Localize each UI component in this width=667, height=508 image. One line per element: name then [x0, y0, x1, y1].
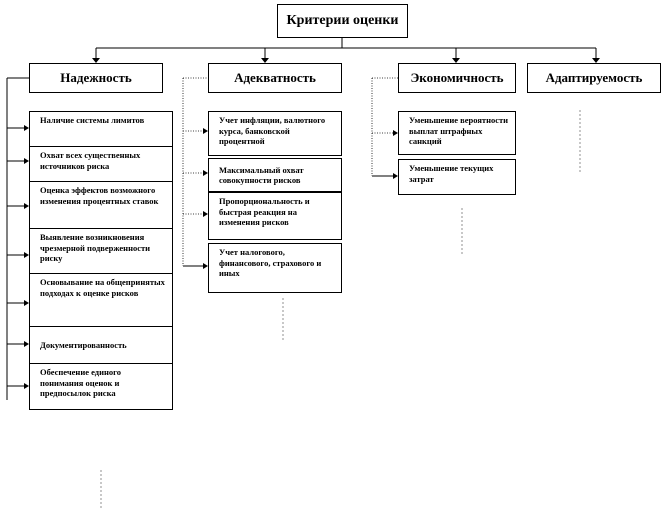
item-text: Выявление возникновения чрезмерной подве…: [40, 232, 151, 263]
root-label: Критерии оценки: [286, 13, 399, 28]
category-adequacy: Адекватность: [208, 63, 342, 93]
item-text: Основывание на общепринятых подходах к о…: [40, 277, 165, 298]
economy-item: Уменьшение текущих затрат: [398, 159, 516, 195]
root-node: Критерии оценки: [277, 4, 408, 38]
adequacy-item: Пропорциональность и быстрая реакция на …: [208, 192, 342, 240]
adequacy-item: Максимальный охват совокупности рисков: [208, 158, 342, 192]
item-text: Уменьшение вероятности выплат штрафных с…: [409, 115, 509, 146]
reliability-item: Документированность: [29, 326, 173, 364]
reliability-item: Обеспечение единого понимания оценок и п…: [29, 363, 173, 410]
category-adaptability: Адаптируемость: [527, 63, 661, 93]
item-text: Наличие системы лимитов: [40, 115, 145, 125]
category-reliability: Надежность: [29, 63, 163, 93]
category-label: Надежность: [60, 70, 132, 85]
reliability-branches: [7, 125, 29, 389]
item-text: Обеспечение единого понимания оценок и п…: [40, 367, 122, 398]
economy-item: Уменьшение вероятности выплат штрафных с…: [398, 111, 516, 155]
item-text: Пропорциональность и быстрая реакция на …: [219, 196, 310, 227]
economy-branches: [372, 130, 398, 179]
category-label: Экономичность: [410, 70, 504, 85]
category-label: Адаптируемость: [545, 70, 643, 85]
item-text: Охват всех существенных источников риска: [40, 150, 141, 171]
item-text: Учет налогового, финансового, страхового…: [219, 247, 322, 278]
reliability-item: Наличие системы лимитов: [29, 111, 173, 147]
adequacy-item: Учет инфляции, валютного курса, банковск…: [208, 111, 342, 156]
adequacy-branches: [183, 128, 208, 269]
item-text: Максимальный охват совокупности рисков: [219, 164, 304, 186]
adequacy-item: Учет налогового, финансового, страхового…: [208, 243, 342, 293]
item-text: Учет инфляции, валютного курса, банковск…: [219, 115, 326, 146]
reliability-item: Оценка эффектов возможного изменения про…: [29, 181, 173, 229]
category-label: Адекватность: [234, 70, 316, 85]
reliability-item: Охват всех существенных источников риска: [29, 146, 173, 182]
reliability-item: Основывание на общепринятых подходах к о…: [29, 273, 173, 327]
reliability-item: Выявление возникновения чрезмерной подве…: [29, 228, 173, 274]
item-text: Уменьшение текущих затрат: [409, 163, 494, 184]
item-text: Документированность: [40, 339, 127, 350]
category-economy: Экономичность: [398, 63, 516, 93]
item-text: Оценка эффектов возможного изменения про…: [40, 185, 159, 206]
